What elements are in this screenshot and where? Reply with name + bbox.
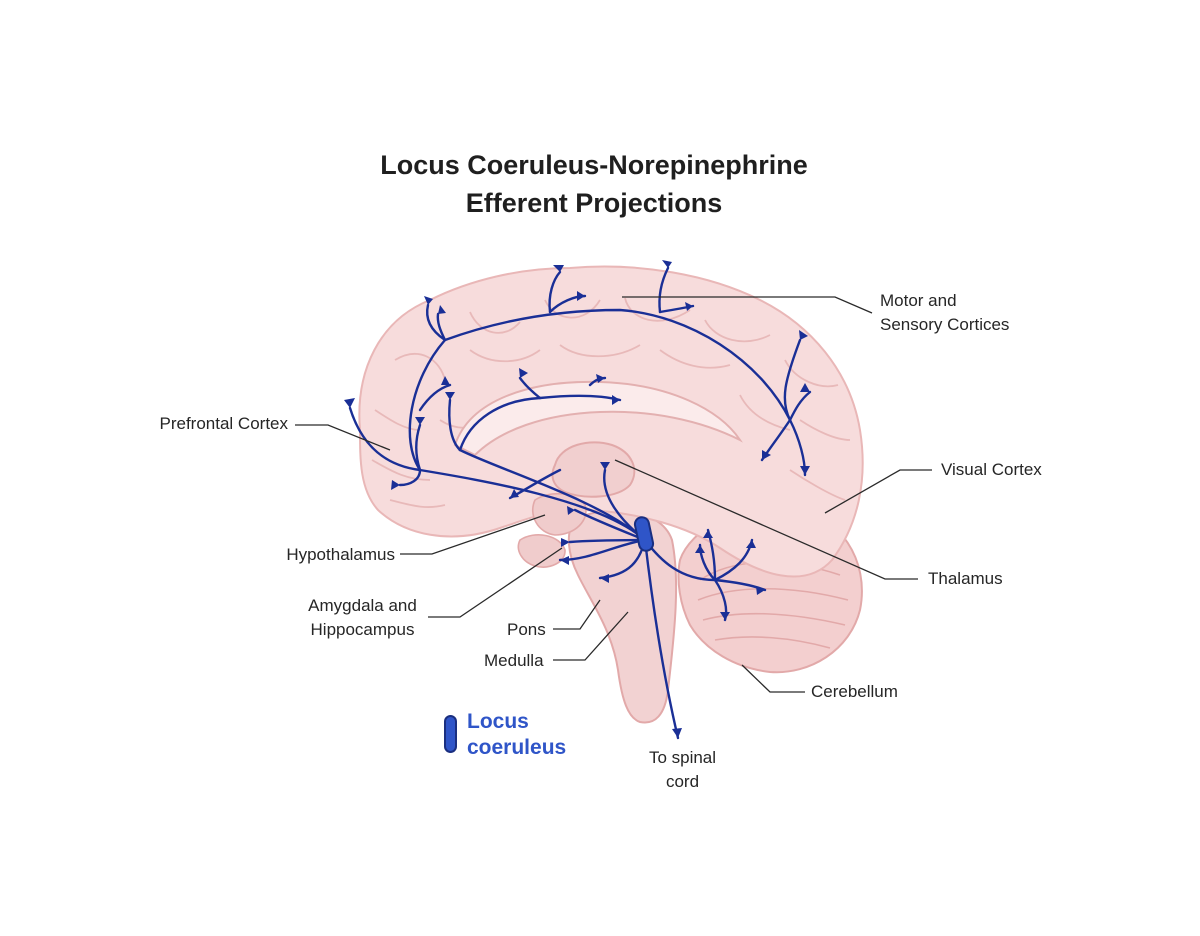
label-spinal-line2: cord xyxy=(665,772,700,791)
label-motor-sensory: Motor and Sensory Cortices xyxy=(880,289,1009,337)
label-hypothalamus: Hypothalamus xyxy=(286,545,395,564)
callout-medulla xyxy=(553,611,629,661)
legend-line2: coeruleus xyxy=(467,736,567,759)
label-thalamus: Thalamus xyxy=(928,569,1003,588)
cerebrum-shape xyxy=(358,265,864,578)
label-medulla: Medulla xyxy=(484,651,544,670)
legend-locus-coeruleus: Locus coeruleus xyxy=(467,709,566,761)
legend-line1: Locus xyxy=(467,710,529,733)
callout-prefrontal xyxy=(295,424,391,451)
legend-locus-swatch xyxy=(444,715,457,753)
title-line-1: Locus Coeruleus-Norepinephrine xyxy=(380,150,808,180)
diagram-title: Locus Coeruleus-Norepinephrine Efferent … xyxy=(0,146,1188,222)
callout-pons xyxy=(553,599,601,630)
label-amygdala-hippocampus: Amygdala and Hippocampus xyxy=(300,594,425,642)
label-amygdala-line1: Amygdala and xyxy=(308,596,417,615)
thalamus-shape xyxy=(551,441,636,498)
label-spinal-line1: To spinal xyxy=(648,748,717,767)
callout-motor xyxy=(622,296,873,314)
label-to-spinal-cord: To spinal cord xyxy=(640,746,725,794)
label-motor-line2: Sensory Cortices xyxy=(880,315,1010,334)
callout-visual xyxy=(824,469,932,514)
callout-cerebellum xyxy=(741,664,805,693)
label-pons: Pons xyxy=(507,620,546,639)
locus-coeruleus-marker xyxy=(633,516,655,552)
label-motor-line1: Motor and xyxy=(880,291,957,310)
callout-hypothalamus xyxy=(400,514,546,555)
amygdala-shape xyxy=(517,534,566,568)
label-amygdala-line2: Hippocampus xyxy=(310,620,415,639)
label-prefrontal: Prefrontal Cortex xyxy=(159,414,289,433)
label-cerebellum: Cerebellum xyxy=(811,682,898,701)
callout-amygdala xyxy=(428,547,563,618)
title-line-2: Efferent Projections xyxy=(465,188,723,218)
brainstem-shape xyxy=(567,509,678,724)
callout-thalamus xyxy=(614,459,918,580)
label-visual-cortex: Visual Cortex xyxy=(941,460,1042,479)
